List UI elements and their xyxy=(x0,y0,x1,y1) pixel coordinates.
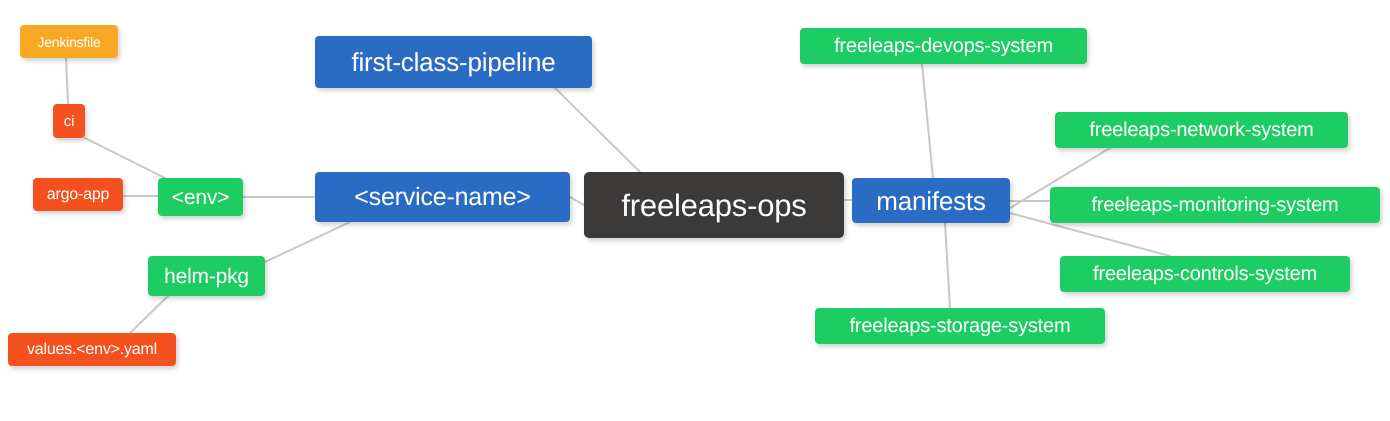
edge-manifests-to-freeleaps-storage-system xyxy=(944,222,951,309)
edge-helm-pkg-to-values-env-yaml xyxy=(129,295,169,334)
node-label: Jenkinsfile xyxy=(37,33,101,50)
edge-freeleaps-ops-to-first-class-pipeline xyxy=(554,87,641,173)
node-env[interactable]: <env> xyxy=(158,178,243,216)
node-label: argo-app xyxy=(46,185,110,203)
node-argo-app[interactable]: argo-app xyxy=(33,178,123,211)
edge-env-to-ci xyxy=(84,137,166,179)
node-label: <env> xyxy=(171,185,230,209)
node-freeleaps-network-system[interactable]: freeleaps-network-system xyxy=(1055,112,1348,148)
node-label: manifests xyxy=(876,185,986,216)
node-label: helm-pkg xyxy=(164,264,249,288)
node-label: freeleaps-monitoring-system xyxy=(1091,194,1339,216)
edge-freeleaps-ops-to-service-name xyxy=(569,196,585,206)
node-freeleaps-controls-system[interactable]: freeleaps-controls-system xyxy=(1060,256,1350,292)
node-ci[interactable]: ci xyxy=(53,104,85,138)
edge-ci-to-jenkinsfile xyxy=(65,57,69,105)
node-label: freeleaps-controls-system xyxy=(1093,263,1317,285)
node-values-env-yaml[interactable]: values.<env>.yaml xyxy=(8,333,176,366)
node-freeleaps-monitoring-system[interactable]: freeleaps-monitoring-system xyxy=(1050,187,1380,223)
node-label: freeleaps-ops xyxy=(621,187,807,223)
node-label: freeleaps-network-system xyxy=(1089,119,1314,141)
node-service-name[interactable]: <service-name> xyxy=(315,172,570,222)
node-label: values.<env>.yaml xyxy=(26,340,157,358)
node-freeleaps-devops-system[interactable]: freeleaps-devops-system xyxy=(800,28,1087,64)
node-manifests[interactable]: manifests xyxy=(852,178,1010,223)
node-freeleaps-storage-system[interactable]: freeleaps-storage-system xyxy=(815,308,1105,344)
node-label: freeleaps-storage-system xyxy=(849,315,1071,337)
node-jenkinsfile[interactable]: Jenkinsfile xyxy=(20,25,118,58)
edge-manifests-to-freeleaps-devops-system xyxy=(921,63,934,179)
node-label: freeleaps-devops-system xyxy=(834,35,1053,57)
edge-service-name-to-helm-pkg xyxy=(264,221,351,263)
node-label: first-class-pipeline xyxy=(351,47,556,77)
node-label: ci xyxy=(63,112,75,130)
node-label: <service-name> xyxy=(354,182,531,211)
node-freeleaps-ops[interactable]: freeleaps-ops xyxy=(584,172,844,238)
node-helm-pkg[interactable]: helm-pkg xyxy=(148,256,265,296)
node-first-class-pipeline[interactable]: first-class-pipeline xyxy=(315,36,592,88)
